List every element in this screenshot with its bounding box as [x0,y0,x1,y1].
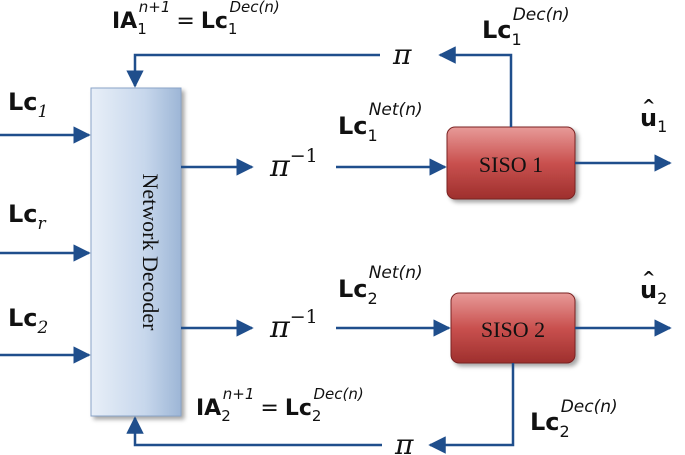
siso2-dec-label: Lc2Dec(n) [530,397,618,441]
network-decoder-block: Network Decoder [90,87,182,417]
feedback-top-equation: IA1n+1=Lc1Dec(n) [112,0,280,38]
input-lc1-label: Lc1 [8,88,48,122]
siso1-dec-label: Lc1Dec(n) [482,5,570,49]
interleaver2-label: π [394,428,414,455]
output-u1-hat: ^ [642,96,655,115]
siso1-block: SISO 1 [446,126,576,200]
output-u2-hat: ^ [642,268,655,287]
interleaver1-to-decoder-arrow [126,53,380,88]
net1-label: Lc1Net(n) [338,100,423,145]
feedback-bottom-equation: IA2n+1=Lc2Dec(n) [196,385,364,425]
siso1-feedback-up-line [438,46,513,127]
siso2-label: SISO 2 [481,317,545,342]
deinterleaver1-label: π−1 [269,145,318,184]
interleaver1-label: π [392,38,412,71]
siso2-feedback-down-line [428,363,515,454]
net2-label: Lc2Net(n) [338,263,423,308]
output-u2-label: u2 [640,276,667,308]
output-u1-label: u1 [640,104,667,136]
deinterleaver2-label: π−1 [269,306,318,345]
siso2-block: SISO 2 [450,292,576,364]
interleaver2-to-decoder-arrow [126,416,382,447]
input-lcr-label: Lcr [8,200,47,234]
input-lc2-label: Lc2 [8,304,48,338]
siso1-label: SISO 1 [479,152,543,177]
network-decoder-label: Network Decoder [138,174,163,332]
